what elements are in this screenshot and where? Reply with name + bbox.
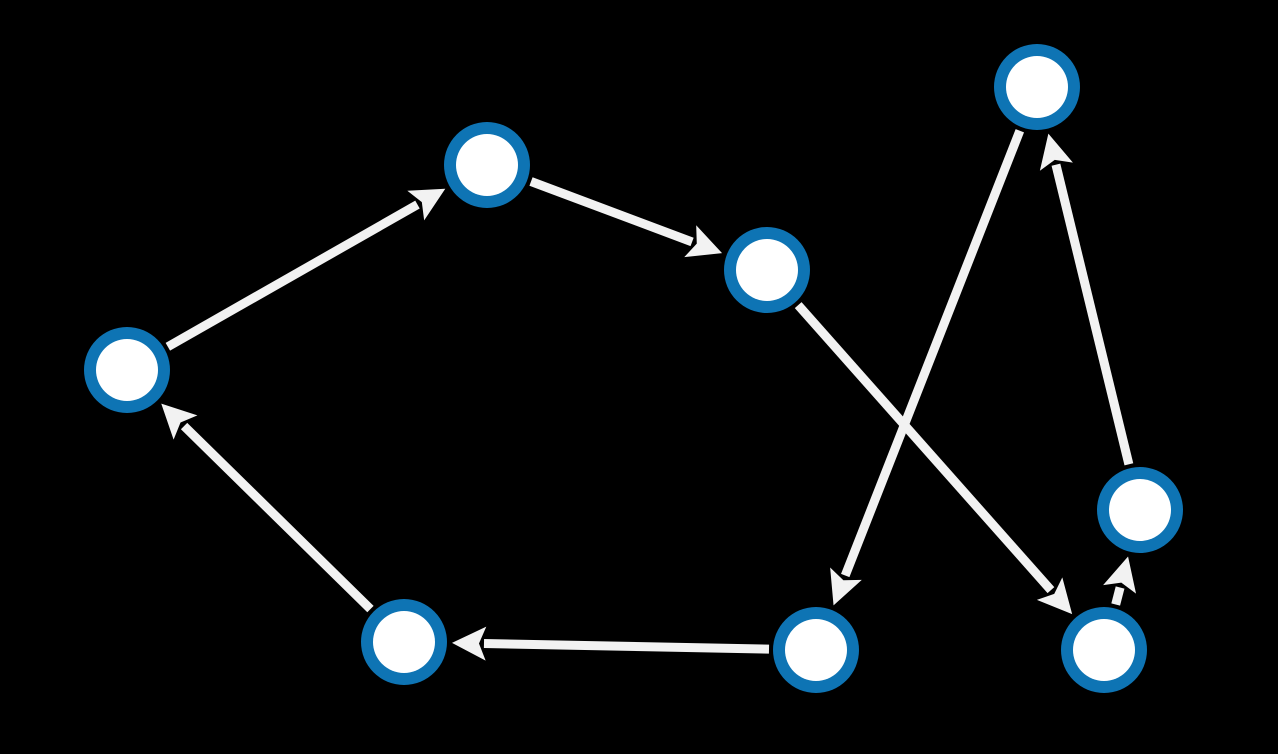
node-fill [96, 339, 158, 401]
nodes-layer [84, 44, 1183, 693]
graph-node[interactable] [84, 327, 170, 413]
node-fill [456, 134, 518, 196]
edges-layer [161, 129, 1137, 661]
graph-node[interactable] [361, 599, 447, 685]
graph-edge[interactable] [161, 403, 374, 613]
edge-arrowhead [1039, 133, 1073, 171]
edge-shaft [1051, 163, 1134, 466]
node-fill [736, 239, 798, 301]
graph-edge[interactable] [830, 129, 1025, 606]
graph-edge[interactable] [451, 626, 770, 661]
graph-edge[interactable] [165, 188, 446, 351]
edge-arrowhead [451, 626, 487, 661]
graph-edge[interactable] [529, 177, 723, 258]
node-fill [373, 611, 435, 673]
edge-shaft [841, 129, 1025, 578]
edge-shaft [180, 422, 374, 613]
graph-node[interactable] [444, 122, 530, 208]
edge-shaft [165, 200, 420, 351]
edge-arrowhead [161, 403, 198, 440]
graph-node[interactable] [773, 607, 859, 693]
graph-edge[interactable] [1039, 133, 1134, 466]
edge-arrowhead [1036, 577, 1073, 615]
node-fill [1109, 479, 1171, 541]
edge-shaft [794, 302, 1055, 594]
edge-shaft [483, 639, 770, 654]
edge-arrowhead [1103, 556, 1137, 594]
graph-edge[interactable] [1103, 556, 1137, 606]
graph-node[interactable] [1061, 607, 1147, 693]
graph-node[interactable] [724, 227, 810, 313]
node-fill [1006, 56, 1068, 118]
edge-shaft [529, 177, 694, 247]
graph-node[interactable] [1097, 467, 1183, 553]
edge-arrowhead [407, 188, 446, 221]
edge-arrowhead [830, 567, 862, 606]
edge-shaft [1111, 586, 1125, 606]
graph-node[interactable] [994, 44, 1080, 130]
graph-edge[interactable] [794, 302, 1073, 615]
edge-arrowhead [684, 225, 723, 258]
node-fill [785, 619, 847, 681]
node-fill [1073, 619, 1135, 681]
